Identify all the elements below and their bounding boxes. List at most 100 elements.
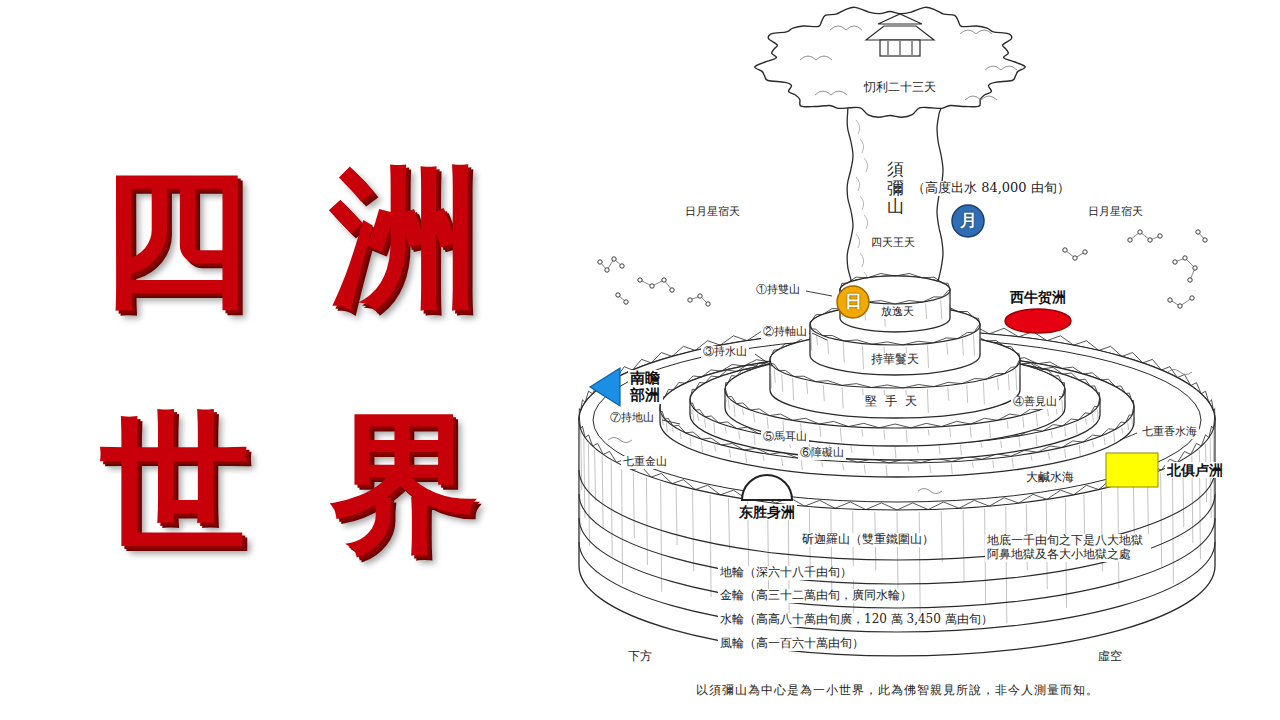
- wall-hatch: [676, 487, 677, 545]
- summit-cloud: [755, 7, 1025, 117]
- wall-hatch: [715, 445, 716, 451]
- star-dot: [605, 268, 609, 272]
- wall-hatch: [873, 447, 874, 456]
- leader-line: [755, 354, 772, 366]
- mountain-name: 須彌山: [886, 160, 905, 216]
- wall-hatch: [1001, 441, 1002, 449]
- star-dot: [1128, 238, 1132, 242]
- wall-hatch: [983, 382, 984, 405]
- wall-hatch: [908, 465, 909, 471]
- wall-hatch: [725, 427, 726, 433]
- wall-hatch: [974, 335, 975, 356]
- wall-hatch: [728, 498, 729, 549]
- wall-hatch: [770, 364, 771, 388]
- wall-hatch: [927, 389, 928, 413]
- star-dot: [1173, 260, 1177, 264]
- star-dot: [1168, 298, 1172, 302]
- star-dot: [620, 264, 624, 268]
- star-dot: [662, 278, 666, 282]
- stem-shading: [860, 139, 864, 153]
- mountain-name: 斫迦羅山（雙重鐵圍山）: [800, 533, 936, 547]
- star-dot: [1083, 250, 1087, 254]
- wall-hatch: [951, 464, 952, 475]
- cloud-curl: [985, 66, 1017, 70]
- heaven-name: 日月星宿天: [683, 206, 742, 219]
- wall-hatch: [963, 510, 964, 583]
- wall-hatch: [774, 369, 775, 383]
- layer-name: 水輪（高高八十萬由旬廣，120 萬 3,450 萬由旬）: [718, 613, 995, 627]
- wall-hatch: [862, 429, 863, 436]
- wall-hatch: [754, 435, 755, 446]
- constellation-line: [640, 280, 672, 290]
- stem-shading: [860, 196, 864, 210]
- star-dot: [698, 294, 702, 298]
- wall-hatch: [886, 465, 887, 476]
- sea-name: 大鹹水海: [1024, 471, 1076, 485]
- wall-hatch: [1079, 445, 1080, 456]
- continent-triangle: [590, 368, 620, 406]
- cloud-curl: [965, 96, 997, 100]
- direction-label: 虛空: [1096, 650, 1124, 664]
- wall-hatch: [1051, 431, 1052, 438]
- sumeru-stem: [847, 94, 943, 302]
- wall-hatch: [967, 385, 968, 403]
- sumeru-tier: [810, 302, 980, 375]
- mountain-name: ⑤馬耳山: [761, 431, 809, 444]
- stem-shading: [860, 253, 864, 267]
- wall-hatch: [661, 482, 662, 592]
- wall-hatch: [1020, 364, 1021, 375]
- stem-shading: [856, 120, 860, 134]
- wall-hatch: [1065, 427, 1066, 436]
- star-dot: [1190, 296, 1194, 300]
- wall-hatch: [828, 339, 829, 354]
- star-dot: [638, 278, 642, 282]
- stem-shading: [864, 158, 868, 172]
- wall-hatch: [1076, 423, 1077, 434]
- pavilion-pillar: [912, 41, 913, 55]
- wall-hatch: [729, 449, 730, 457]
- sea-wave: [1168, 370, 1192, 375]
- wall-hatch: [666, 423, 667, 433]
- wall-hatch: [884, 430, 885, 440]
- wall-hatch: [710, 495, 711, 597]
- cloud-curl: [960, 30, 992, 34]
- wall-hatch: [788, 507, 789, 624]
- stem-shading: [856, 234, 860, 248]
- wall-hatch: [767, 417, 768, 429]
- wall-hatch: [939, 446, 940, 454]
- wall-hatch: [1031, 455, 1032, 460]
- wall-hatch: [822, 462, 823, 467]
- wall-hatch: [1012, 458, 1013, 468]
- wall-hatch: [981, 443, 982, 448]
- wall-hatch: [754, 413, 755, 422]
- star-dot: [1196, 230, 1200, 234]
- wall-hatch: [782, 458, 783, 466]
- wall-hatch: [823, 385, 824, 402]
- heaven-name: 持華鬘天: [869, 353, 921, 367]
- sea-name: 七重香水海: [1140, 426, 1199, 439]
- wall-hatch: [1104, 437, 1105, 445]
- sea-wave: [608, 438, 632, 443]
- sumeru-tier-wall: [810, 305, 980, 375]
- wall-hatch: [972, 462, 973, 468]
- wall-hatch: [919, 512, 920, 614]
- wall-hatch: [690, 437, 691, 446]
- wall-hatch: [989, 424, 990, 438]
- wall-hatch: [1093, 414, 1094, 422]
- wall-hatch: [1122, 427, 1123, 433]
- direction-label: 下方: [626, 650, 654, 664]
- leader-line: [1120, 433, 1137, 440]
- wall-hatch: [831, 510, 832, 598]
- circle-label: 日: [845, 292, 862, 312]
- mountain-name: ①持雙山: [754, 284, 802, 297]
- heaven-pavilion: [866, 14, 934, 56]
- wall-hatch: [862, 345, 863, 369]
- leader-line: [806, 291, 832, 296]
- leader-line: [662, 420, 680, 424]
- wall-hatch: [1093, 441, 1094, 447]
- continent-marker: 北俱卢洲: [1105, 452, 1225, 488]
- wall-hatch: [763, 455, 764, 461]
- wall-hatch: [622, 467, 623, 584]
- star-dot: [1138, 230, 1142, 234]
